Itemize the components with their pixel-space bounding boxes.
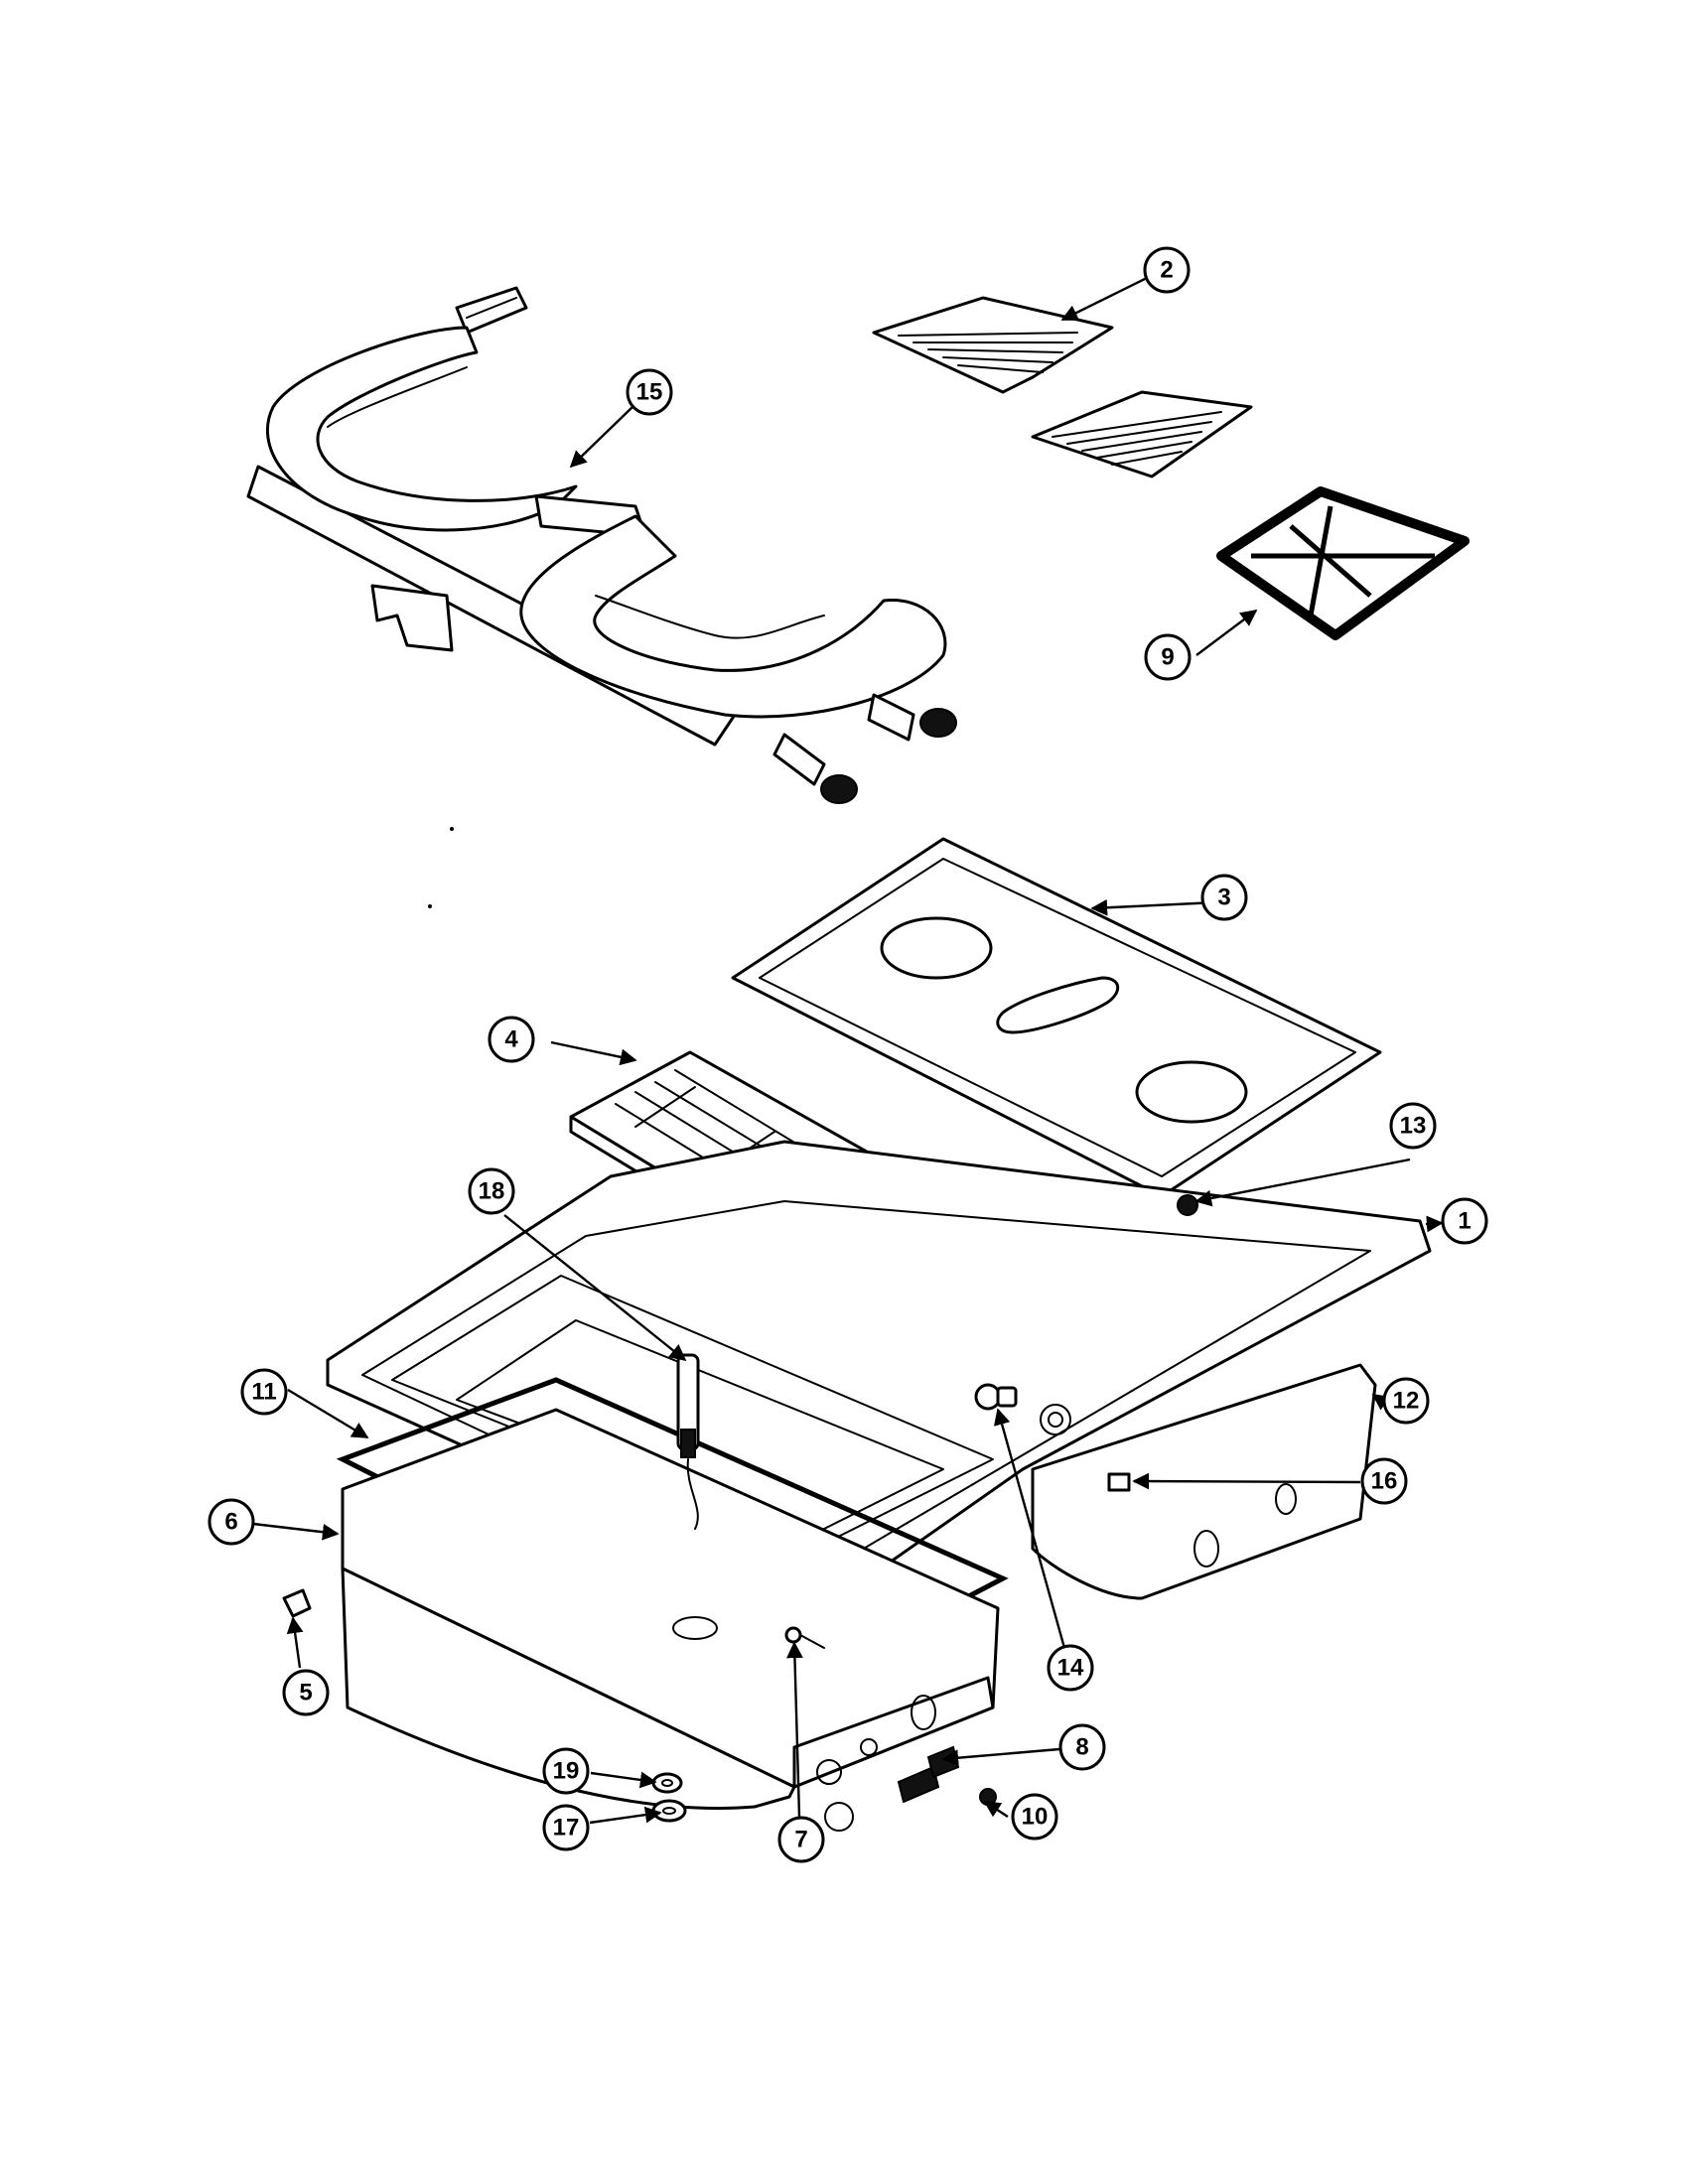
callout-18: 18 (468, 1167, 515, 1215)
leader-lines (252, 276, 1444, 1825)
svg-text:5: 5 (299, 1680, 312, 1706)
callout-14: 14 (1047, 1644, 1094, 1692)
control-knob-part (974, 1383, 1018, 1411)
svg-text:13: 13 (1400, 1113, 1427, 1140)
clip-16 (1107, 1472, 1131, 1492)
svg-text:18: 18 (479, 1178, 505, 1205)
grill-grates (872, 296, 1253, 478)
svg-text:9: 9 (1161, 644, 1174, 671)
callout-2: 2 (1143, 246, 1191, 294)
bracket-8 (897, 1745, 960, 1804)
callout-11: 11 (240, 1368, 288, 1416)
svg-text:15: 15 (636, 379, 663, 406)
burner-grate (1216, 486, 1470, 640)
burner-assembly (246, 286, 957, 804)
callout-8: 8 (1058, 1723, 1106, 1771)
callout-4: 4 (488, 1016, 535, 1063)
callout-17: 17 (542, 1804, 590, 1851)
callout-10: 10 (1011, 1793, 1058, 1841)
igniter-electrode (676, 1353, 700, 1530)
svg-text:7: 7 (794, 1827, 807, 1853)
svg-text:14: 14 (1057, 1655, 1084, 1682)
svg-text:16: 16 (1371, 1468, 1398, 1495)
svg-text:11: 11 (251, 1379, 276, 1406)
svg-text:2: 2 (1160, 257, 1173, 284)
svg-text:10: 10 (1022, 1804, 1049, 1831)
cooktop-panel (731, 837, 1382, 1198)
lower-pan (341, 1408, 1000, 1832)
nut-13 (1177, 1194, 1198, 1216)
callout-12: 12 (1382, 1377, 1430, 1425)
svg-text:19: 19 (553, 1758, 580, 1785)
callout-3: 3 (1200, 874, 1248, 921)
svg-text:6: 6 (224, 1509, 237, 1536)
svg-text:8: 8 (1075, 1734, 1088, 1761)
callout-15: 15 (626, 368, 673, 416)
svg-text:4: 4 (504, 1026, 518, 1053)
callout-7: 7 (777, 1816, 825, 1863)
callout-16: 16 (1360, 1457, 1408, 1505)
callout-1: 1 (1441, 1197, 1488, 1245)
callout-13: 13 (1389, 1102, 1437, 1150)
washer-19 (651, 1772, 683, 1794)
svg-text:1: 1 (1458, 1208, 1471, 1235)
callout-19: 19 (542, 1747, 590, 1795)
screw-5 (282, 1588, 312, 1618)
callout-9: 9 (1144, 633, 1192, 681)
svg-text:17: 17 (553, 1815, 580, 1842)
callout-6: 6 (208, 1498, 255, 1546)
svg-text:3: 3 (1217, 885, 1230, 911)
svg-text:12: 12 (1393, 1388, 1420, 1415)
callout-5: 5 (282, 1669, 330, 1716)
locknut-17 (651, 1799, 687, 1823)
